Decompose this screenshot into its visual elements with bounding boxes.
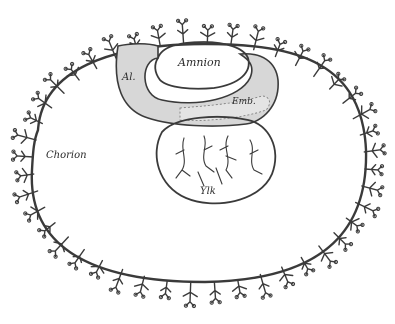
villus xyxy=(228,25,238,45)
villus xyxy=(183,283,197,306)
label-chorion: Chorion xyxy=(46,150,87,161)
villus xyxy=(365,165,382,175)
label-allantois: Al. xyxy=(121,72,136,83)
villus xyxy=(13,130,36,144)
label-embryo: Emb. xyxy=(231,97,256,107)
villus xyxy=(13,151,33,161)
label-yolk: Ylk xyxy=(200,186,216,197)
yolk-vessels xyxy=(176,136,262,186)
villus xyxy=(210,283,220,303)
chorion-membrane xyxy=(32,44,366,282)
villus xyxy=(259,275,270,298)
yolk-sac xyxy=(157,117,276,204)
label-amnion: Amnion xyxy=(177,56,221,69)
villus xyxy=(50,237,69,257)
villus xyxy=(25,207,44,221)
villus xyxy=(201,26,215,43)
villus xyxy=(178,20,188,43)
